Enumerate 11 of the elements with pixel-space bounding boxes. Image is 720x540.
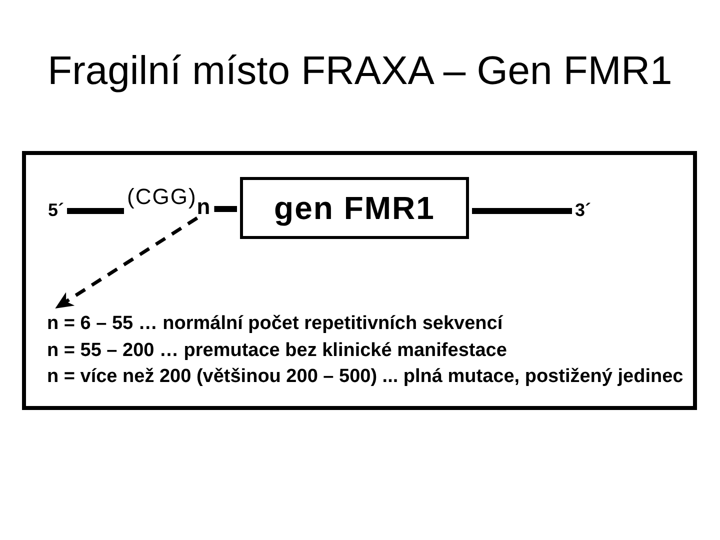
strand-end-label: 5´ bbox=[48, 200, 64, 220]
strand-end-label: 3´ bbox=[575, 200, 592, 220]
strand-line bbox=[67, 208, 124, 214]
strand-line bbox=[214, 206, 237, 212]
dashed-arrow bbox=[55, 216, 198, 310]
title: Fragilní místo FRAXA – Gen FMR1 bbox=[46, 48, 674, 95]
range-note: n = 6 – 55 … normální počet repetitivních sekvencí bbox=[47, 312, 504, 336]
strand-line bbox=[472, 208, 572, 214]
gene-box: gen FMR1 bbox=[240, 177, 469, 239]
range-note: n = 55 – 200 … premutace bez klinické manifestace bbox=[47, 338, 508, 362]
range-note: n = více než 200 (většinou 200 – 500) ... plná mutace, postižený jedinec bbox=[47, 365, 684, 389]
